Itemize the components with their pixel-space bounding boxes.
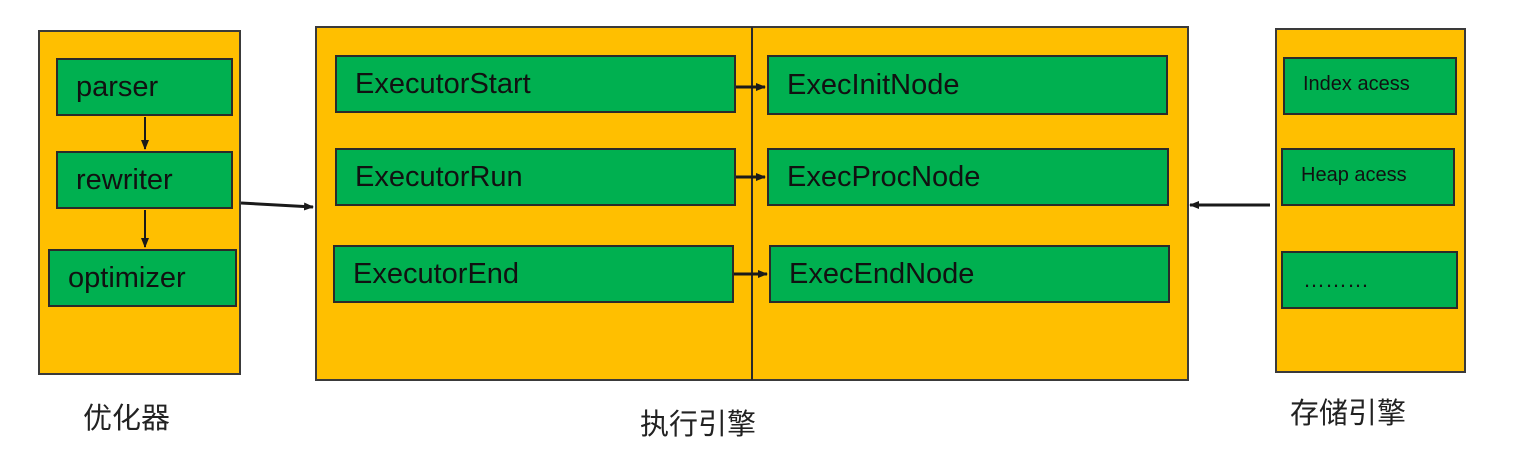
ellipsis-node: ……… (1281, 251, 1458, 309)
optimizer-node: optimizer (48, 249, 237, 307)
exec-proc-node: ExecProcNode (767, 148, 1169, 206)
optimizer-caption: 优化器 (83, 401, 171, 435)
parser-node: parser (56, 58, 233, 116)
executor-run-node: ExecutorRun (335, 148, 736, 206)
optimizer-to-executor-arrow (240, 201, 314, 211)
executor-start-node: ExecutorStart (335, 55, 736, 113)
heap-access-node: Heap acess (1281, 148, 1455, 206)
executor-end-node: ExecutorEnd (333, 245, 734, 303)
executor-divider (751, 27, 753, 380)
storage-caption: 存储引擎 (1290, 396, 1407, 430)
executor-caption: 执行引擎 (640, 407, 757, 441)
index-access-node: Index acess (1283, 57, 1457, 115)
rewriter-node: rewriter (56, 151, 233, 209)
exec-init-node: ExecInitNode (767, 55, 1168, 115)
exec-end-node: ExecEndNode (769, 245, 1170, 303)
